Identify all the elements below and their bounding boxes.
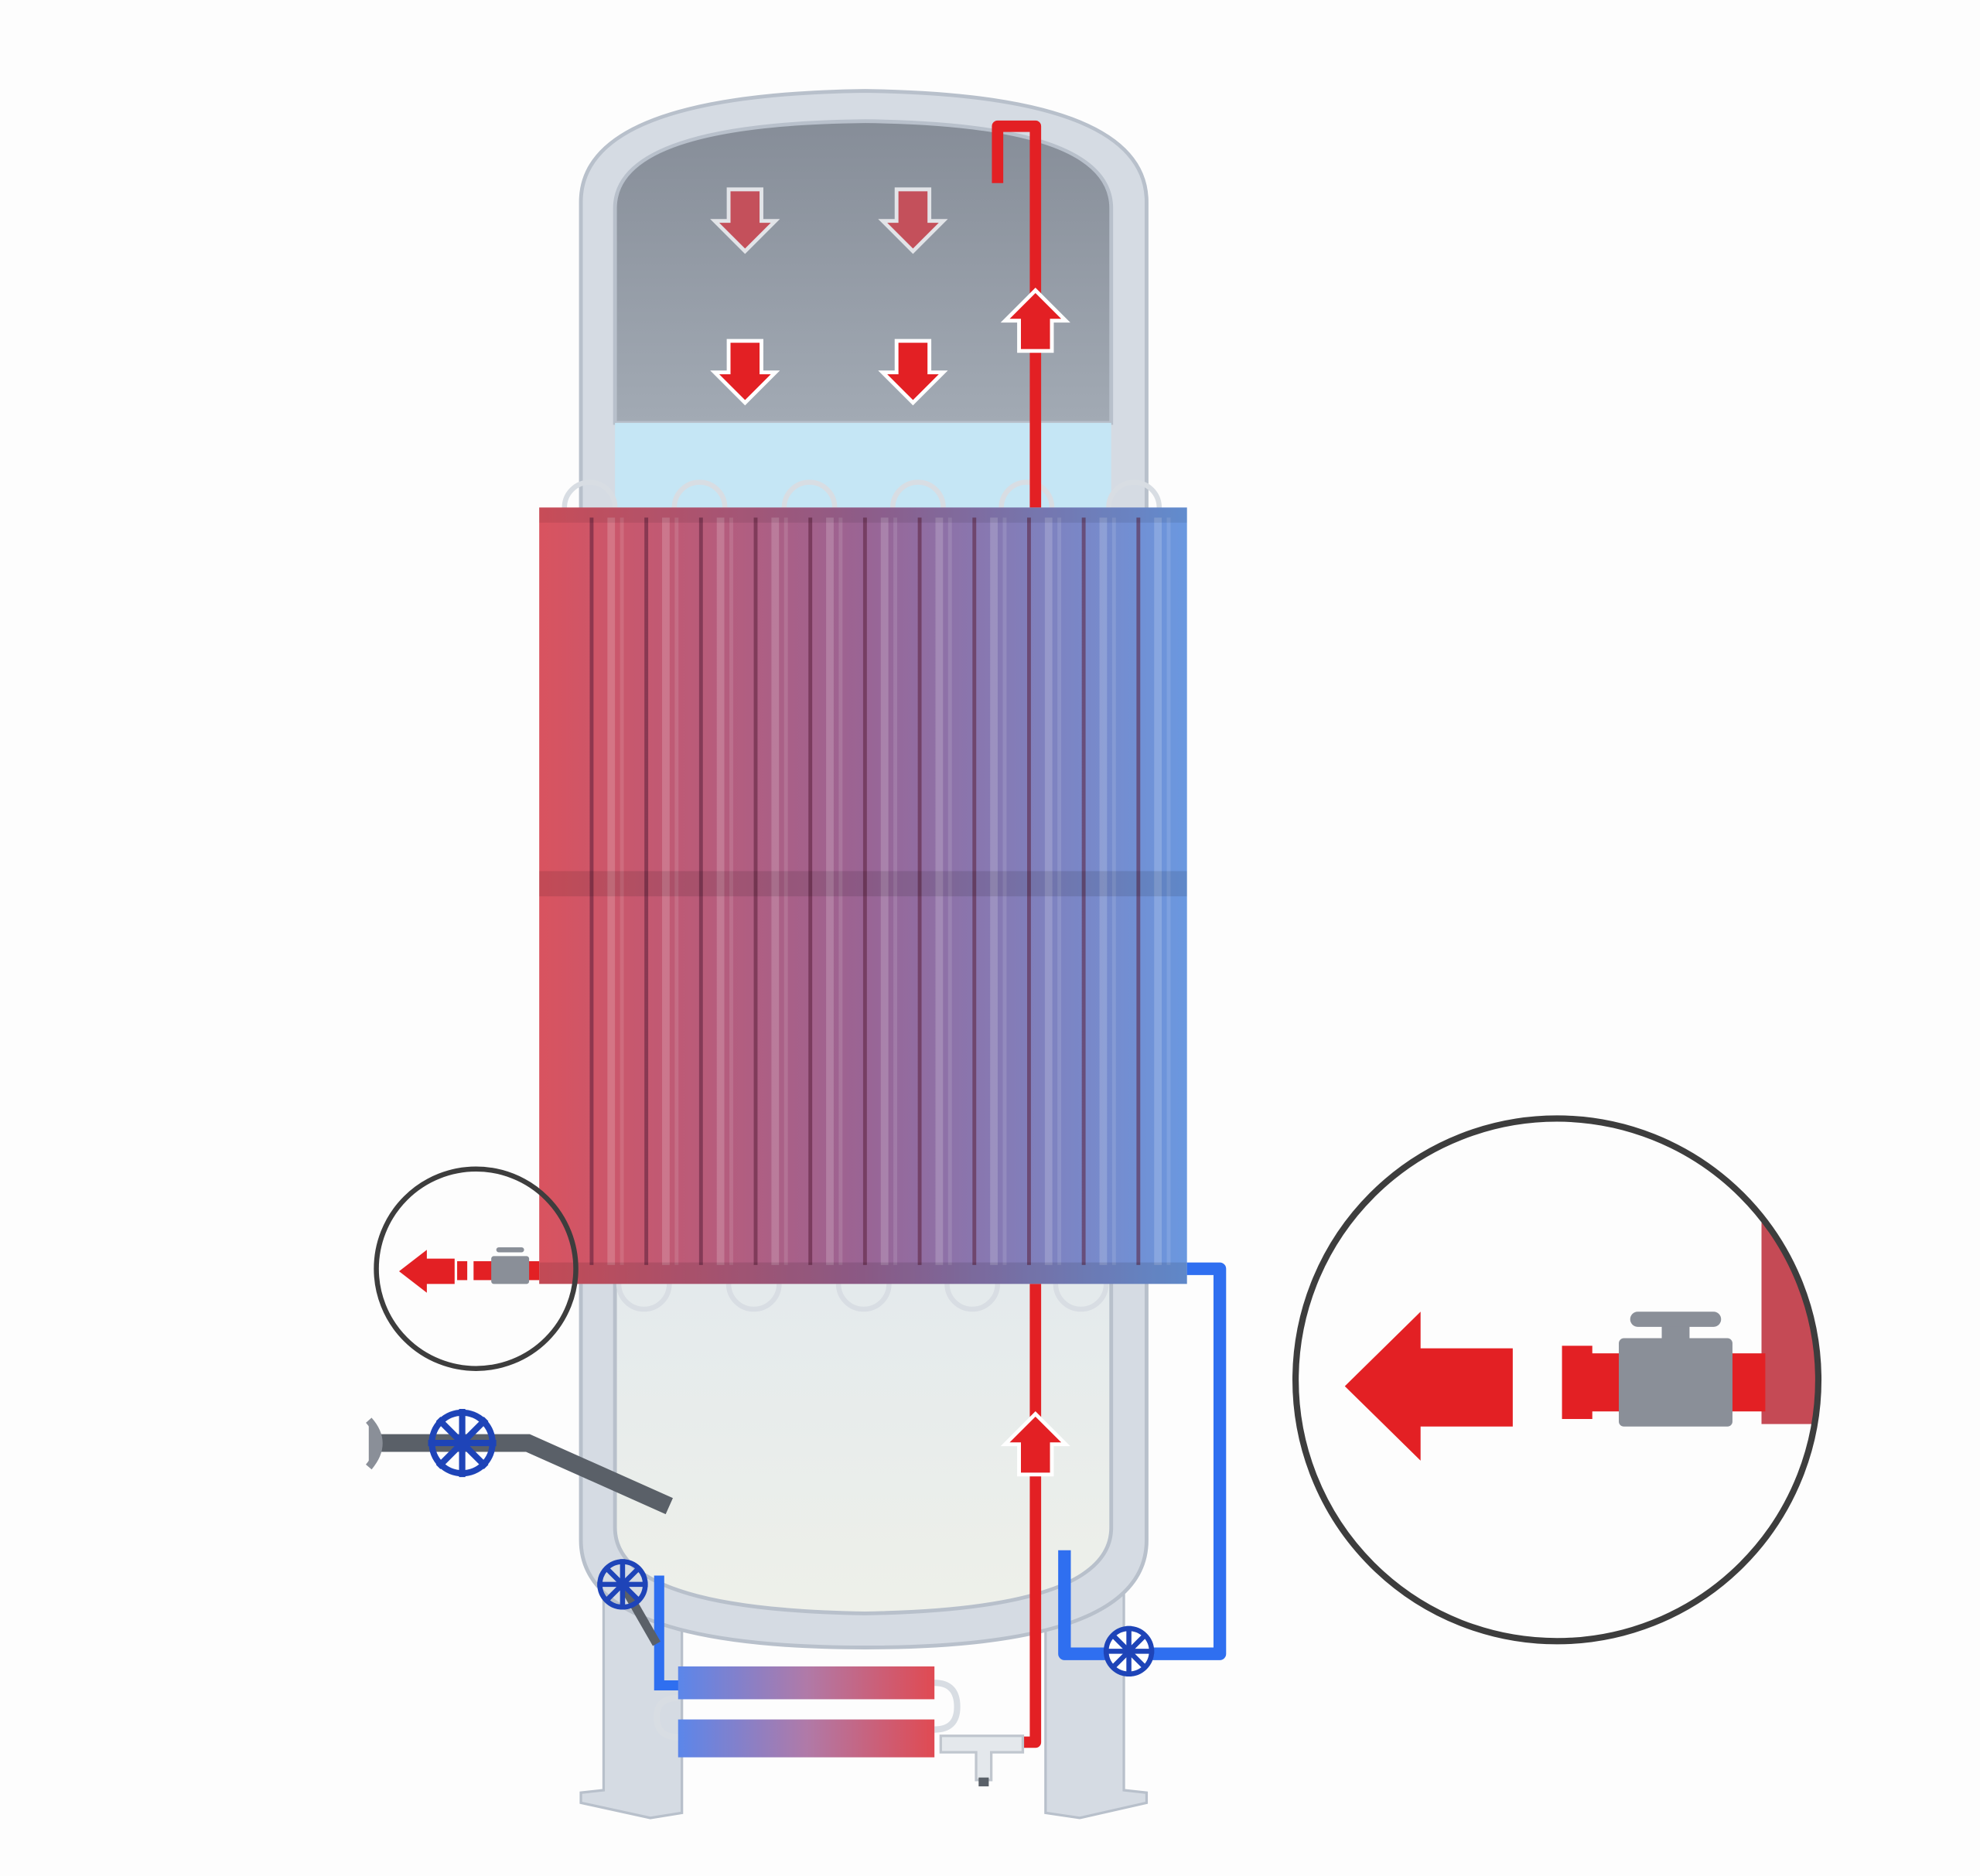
jacket-rib xyxy=(838,517,843,1265)
handwheel-icon xyxy=(428,1408,497,1478)
heat-exchanger xyxy=(653,1666,1025,1787)
jacket-ribs xyxy=(589,517,1171,1265)
bottom-valve[interactable] xyxy=(597,1559,661,1646)
jacket-rib xyxy=(783,517,788,1265)
jacket-rib xyxy=(589,517,594,1265)
cold-pipe xyxy=(1058,1262,1227,1660)
outlet-callout-zoomed xyxy=(1292,1115,1822,1645)
jacket-rib xyxy=(1026,517,1031,1265)
jacket-rib xyxy=(826,517,834,1265)
jacket-rib xyxy=(662,517,670,1265)
heating-jacket xyxy=(539,507,1187,1284)
jacket-rib xyxy=(716,517,725,1265)
jacket-rib xyxy=(1111,517,1116,1265)
jacket-rib xyxy=(1099,517,1108,1265)
arrow-left-icon xyxy=(1344,1311,1513,1461)
arrow-left-icon xyxy=(398,1250,455,1293)
jacket-rib xyxy=(990,517,998,1265)
jacket-rib xyxy=(753,517,758,1265)
jacket-rib xyxy=(880,517,889,1265)
arrow-down-icon xyxy=(710,187,948,254)
jacket-rib xyxy=(1154,517,1162,1265)
jacket-rib xyxy=(1136,517,1141,1265)
callout-ring xyxy=(1292,1115,1822,1645)
liquid-level xyxy=(615,422,1111,512)
jacket-rib xyxy=(947,517,952,1265)
jacket-rib xyxy=(1057,517,1062,1265)
jacket-rib xyxy=(893,517,898,1265)
jacket-rib xyxy=(771,517,780,1265)
jacket-rib xyxy=(972,517,977,1265)
arrow-up-icon xyxy=(1000,288,1070,1477)
jacket-rib xyxy=(862,517,867,1265)
jacket-rib xyxy=(1044,517,1053,1265)
valve-icon xyxy=(1619,1338,1732,1427)
jacket-rib xyxy=(1081,517,1086,1265)
cold-return-valve[interactable] xyxy=(1103,1625,1155,1677)
handwheel-icon xyxy=(1103,1625,1155,1677)
jacket-rib xyxy=(729,517,733,1265)
jacket-rib xyxy=(808,517,813,1265)
jacket-rib xyxy=(644,517,649,1265)
jacket-band xyxy=(539,871,1187,897)
jacket-rib xyxy=(620,517,624,1265)
cold-pipe-lower xyxy=(654,1575,682,1691)
handwheel-icon xyxy=(597,1559,648,1610)
jacket-rib xyxy=(917,517,922,1265)
jacket-rib xyxy=(1002,517,1007,1265)
arrow-down-icon xyxy=(710,339,948,406)
jacket-rib xyxy=(674,517,679,1265)
jacket-rib xyxy=(607,517,616,1265)
jacket-rib xyxy=(698,517,703,1265)
jacket-rib xyxy=(935,517,944,1265)
jacket-rib xyxy=(1166,517,1171,1265)
callout-ring xyxy=(374,1166,579,1371)
drain-valve-assembly[interactable] xyxy=(365,1408,673,1515)
